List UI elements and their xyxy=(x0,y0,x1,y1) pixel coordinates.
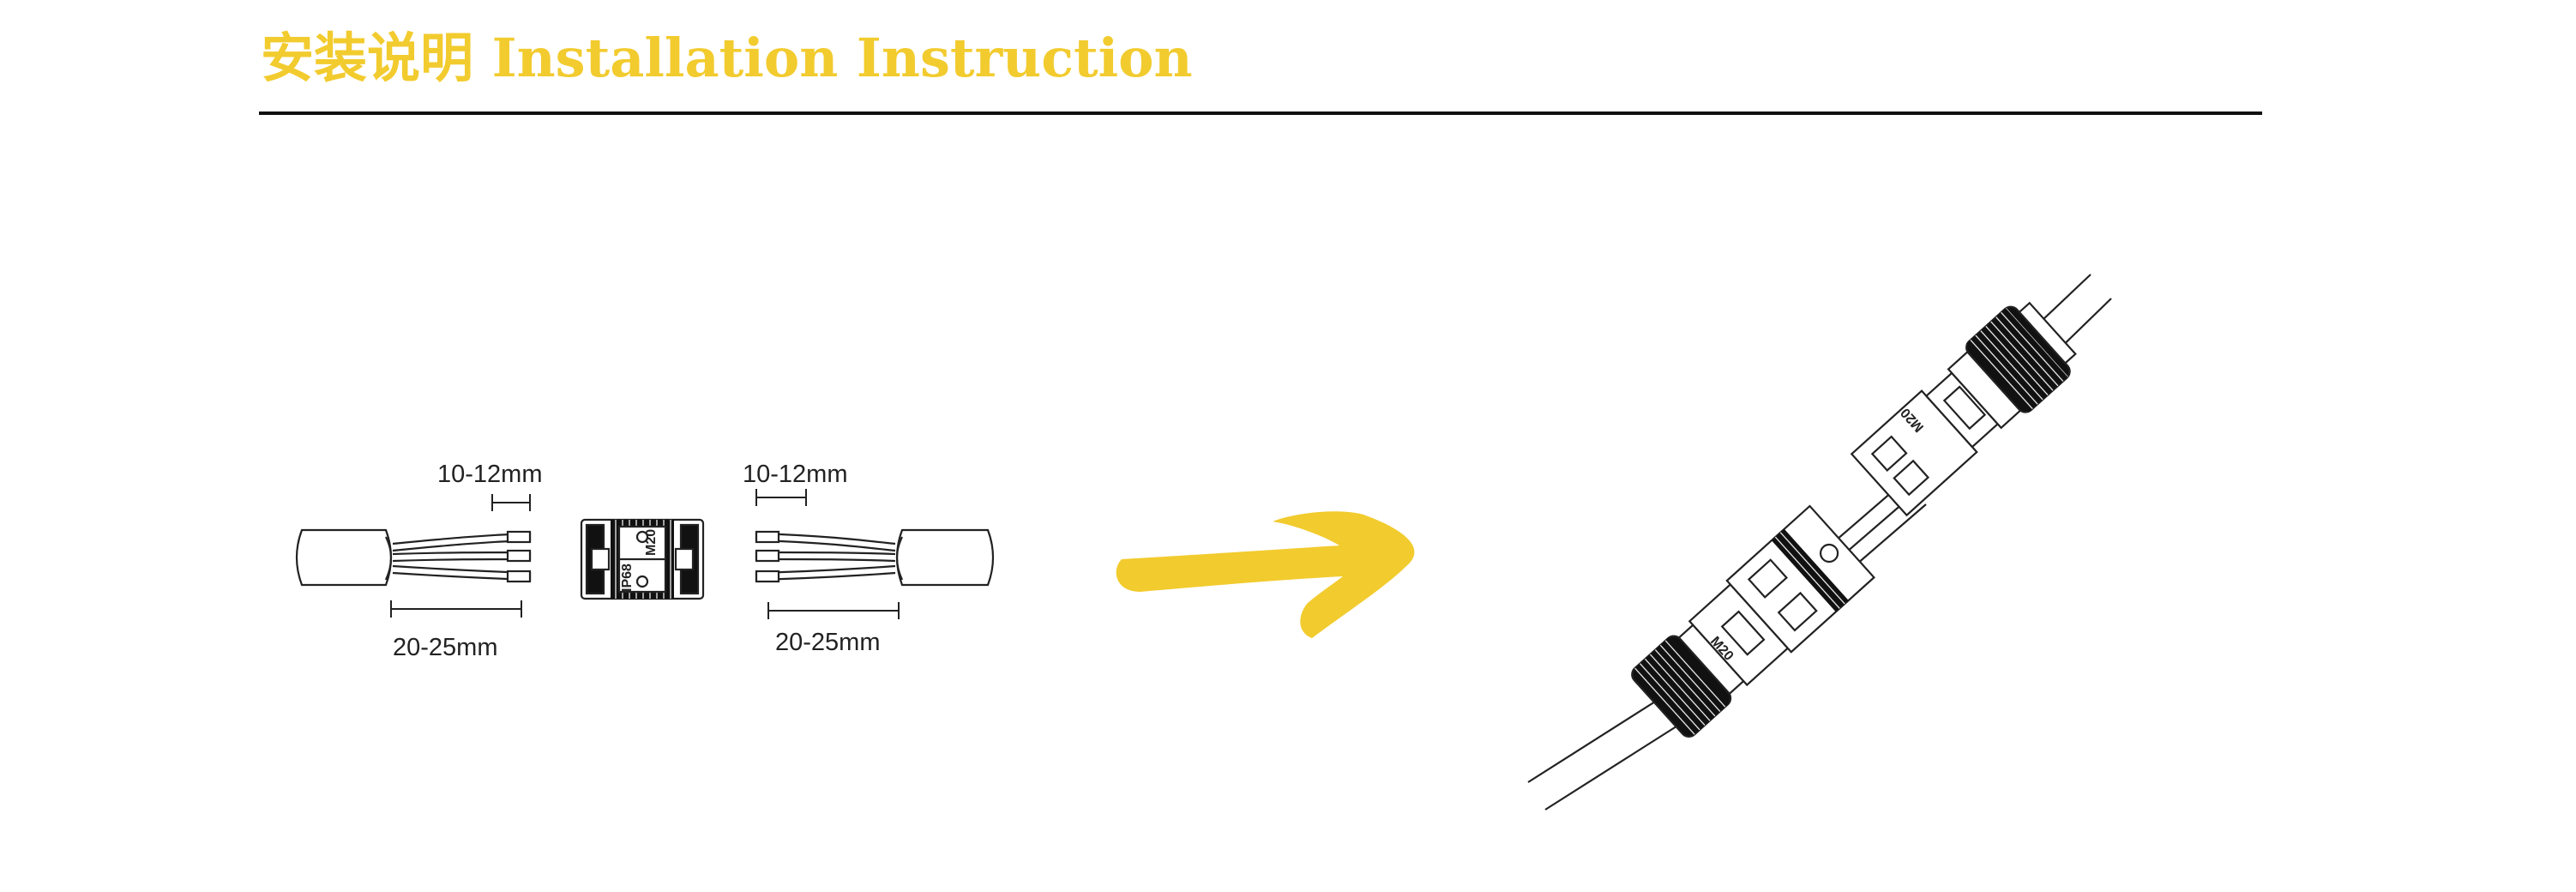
connector-mark-ip68: IP68 xyxy=(620,564,635,592)
page-title: 安装说明 Installation Instruction xyxy=(261,27,1193,89)
left-strip-label: 10-12mm xyxy=(437,461,543,488)
after-assembly: M20 M20 xyxy=(1527,274,2112,811)
connector-body xyxy=(580,518,705,600)
dim-right-strip xyxy=(755,489,807,506)
dim-left-length xyxy=(390,600,522,618)
title-divider xyxy=(259,112,2262,115)
right-cable xyxy=(755,528,995,587)
connector-mark-m20: M20 xyxy=(644,529,659,556)
upper-connector-half xyxy=(1850,301,2077,517)
lower-connector-half xyxy=(1631,504,1875,738)
arrow-right-icon xyxy=(1116,511,1415,638)
left-cable xyxy=(295,528,532,587)
left-length-label: 20-25mm xyxy=(393,634,498,661)
dim-right-length xyxy=(767,602,900,619)
dim-left-strip xyxy=(491,494,531,511)
before-assembly: IP68 M20 xyxy=(295,489,995,619)
right-strip-label: 10-12mm xyxy=(743,461,848,488)
right-length-label: 20-25mm xyxy=(775,629,881,656)
